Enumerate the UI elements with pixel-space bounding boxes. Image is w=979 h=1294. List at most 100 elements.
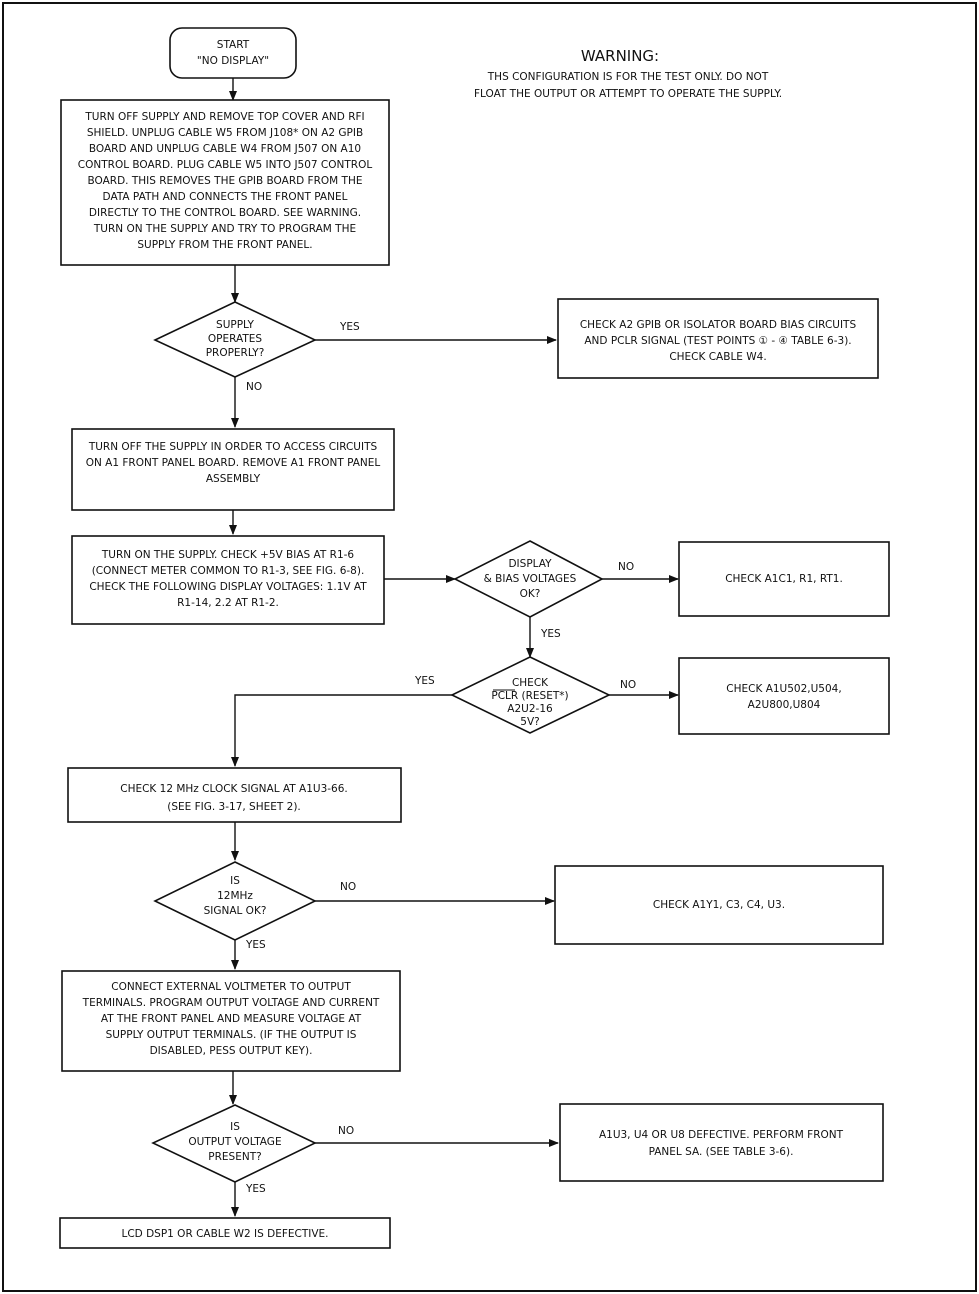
step5-line-5: DISABLED, PESS OUTPUT KEY). xyxy=(150,1045,313,1057)
decision3-no-label: NO xyxy=(620,679,636,691)
decision5-shape xyxy=(151,1104,317,1183)
result3-shape xyxy=(678,657,890,735)
decision1-line-2: OPERATES xyxy=(208,333,263,345)
step1-line-8: TURN ON THE SUPPLY AND TRY TO PROGRAM TH… xyxy=(93,223,356,235)
decision2-line-2: & BIAS VOLTAGES xyxy=(484,573,577,585)
connector-dec3-yes xyxy=(231,694,452,767)
step2-line-3: ASSEMBLY xyxy=(206,473,261,485)
warning-line-2: FLOAT THE OUTPUT OR ATTEMPT TO OPERATE T… xyxy=(474,88,782,100)
step2-box: TURN OFF THE SUPPLY IN ORDER TO ACCESS C… xyxy=(71,428,395,511)
step2-line-1: TURN OFF THE SUPPLY IN ORDER TO ACCESS C… xyxy=(88,441,378,453)
result3-box: CHECK A1U502,U504, A2U800,U804 xyxy=(678,657,890,735)
step5-box: CONNECT EXTERNAL VOLTMETER TO OUTPUT TER… xyxy=(61,970,401,1072)
decision3: CHECK PCLR (RESET*) A2U2-16 5V? YES NO xyxy=(414,656,636,734)
decision4-no-label: NO xyxy=(340,881,356,893)
step1-line-6: DATA PATH AND CONNECTS THE FRONT PANEL xyxy=(103,191,348,203)
result2-shape xyxy=(678,541,890,617)
final-line-1: LCD DSP1 OR CABLE W2 IS DEFECTIVE. xyxy=(121,1228,328,1240)
step3-line-3: CHECK THE FOLLOWING DISPLAY VOLTAGES: 1.… xyxy=(89,581,367,593)
decision2: DISPLAY & BIAS VOLTAGES OK? NO YES xyxy=(453,540,634,640)
start-terminal: START "NO DISPLAY" xyxy=(169,27,297,79)
result1-line-1: CHECK A2 GPIB OR ISOLATOR BOARD BIAS CIR… xyxy=(580,319,857,331)
decision1-yes-label: YES xyxy=(339,321,360,333)
decision3-line-1: CHECK xyxy=(512,677,549,689)
warning-title: WARNING: xyxy=(581,47,659,65)
decision2-line-1: DISPLAY xyxy=(508,558,552,570)
result4-box: CHECK A1Y1, C3, C4, U3. xyxy=(554,865,884,945)
step1-line-9: SUPPLY FROM THE FRONT PANEL. xyxy=(137,239,312,251)
step1-shape xyxy=(60,99,390,266)
decision1: SUPPLY OPERATES PROPERLY? YES NO xyxy=(153,301,360,393)
start-line-1: START xyxy=(217,39,250,51)
decision2-shape xyxy=(453,540,604,618)
decision5-line-1: IS xyxy=(230,1121,240,1133)
decision5-line-2: OUTPUT VOLTAGE xyxy=(188,1136,281,1148)
result4-line-1: CHECK A1Y1, C3, C4, U3. xyxy=(653,899,785,911)
step5-line-3: AT THE FRONT PANEL AND MEASURE VOLTAGE A… xyxy=(101,1013,362,1025)
step1-line-4: CONTROL BOARD. PLUG CABLE W5 INTO J507 C… xyxy=(78,159,373,171)
result2-line-1: CHECK A1C1, R1, RT1. xyxy=(725,573,843,585)
result5-shape xyxy=(559,1103,884,1182)
result2-box: CHECK A1C1, R1, RT1. xyxy=(678,541,890,617)
step3-line-4: R1-14, 2.2 AT R1-2. xyxy=(177,597,279,609)
decision5-no-label: NO xyxy=(338,1125,354,1137)
result1-line-3: CHECK CABLE W4. xyxy=(669,351,766,363)
step5-line-2: TERMINALS. PROGRAM OUTPUT VOLTAGE AND CU… xyxy=(82,997,380,1009)
decision2-yes-label: YES xyxy=(540,628,561,640)
result1-shape xyxy=(557,298,879,379)
result5-line-1: A1U3, U4 OR U8 DEFECTIVE. PERFORM FRONT xyxy=(599,1129,844,1141)
decision3-line-4: 5V? xyxy=(520,716,539,728)
decision5: IS OUTPUT VOLTAGE PRESENT? NO YES xyxy=(151,1104,354,1195)
step3-line-1: TURN ON THE SUPPLY. CHECK +5V BIAS AT R1… xyxy=(101,549,355,561)
step4-line-1: CHECK 12 MHz CLOCK SIGNAL AT A1U3-66. xyxy=(120,783,348,795)
decision4-line-2: 12MHz xyxy=(217,890,253,902)
result4-shape xyxy=(554,865,884,945)
step4-box: CHECK 12 MHz CLOCK SIGNAL AT A1U3-66. (S… xyxy=(67,767,402,823)
step2-shape xyxy=(71,428,395,511)
result1-line-2: AND PCLR SIGNAL (TEST POINTS ① - ④ TABLE… xyxy=(584,335,851,347)
connectors xyxy=(229,78,679,1217)
result3-line-1: CHECK A1U502,U504, xyxy=(726,683,841,695)
decision4-yes-label: YES xyxy=(245,939,266,951)
step1-line-7: DIRECTLY TO THE CONTROL BOARD. SEE WARNI… xyxy=(89,207,361,219)
step1-box: TURN OFF SUPPLY AND REMOVE TOP COVER AND… xyxy=(60,99,390,266)
decision2-line-3: OK? xyxy=(520,588,541,600)
warning-line-1: THS CONFIGURATION IS FOR THE TEST ONLY. … xyxy=(487,71,769,83)
warning-block: WARNING: THS CONFIGURATION IS FOR THE TE… xyxy=(474,47,782,100)
decision3-line-2: PCLR (RESET*) xyxy=(491,690,568,702)
decision1-shape xyxy=(153,301,317,378)
step5-line-1: CONNECT EXTERNAL VOLTMETER TO OUTPUT xyxy=(111,981,351,993)
step4-line-2: (SEE FIG. 3-17, SHEET 2). xyxy=(167,801,301,813)
decision4: IS 12MHz SIGNAL OK? NO YES xyxy=(153,861,356,951)
step1-line-1: TURN OFF SUPPLY AND REMOVE TOP COVER AND… xyxy=(84,111,364,123)
result5-box: A1U3, U4 OR U8 DEFECTIVE. PERFORM FRONT … xyxy=(559,1103,884,1182)
decision4-line-1: IS xyxy=(230,875,240,887)
step5-line-4: SUPPLY OUTPUT TERMINALS. (IF THE OUTPUT … xyxy=(106,1029,357,1041)
final-box: LCD DSP1 OR CABLE W2 IS DEFECTIVE. xyxy=(59,1217,391,1249)
step2-line-2: ON A1 FRONT PANEL BOARD. REMOVE A1 FRONT… xyxy=(86,457,381,469)
decision4-line-3: SIGNAL OK? xyxy=(204,905,267,917)
decision3-yes-label: YES xyxy=(414,675,435,687)
result5-line-2: PANEL SA. (SEE TABLE 3-6). xyxy=(649,1146,794,1158)
step1-line-2: SHIELD. UNPLUG CABLE W5 FROM J108* ON A2… xyxy=(87,127,363,139)
step3-box: TURN ON THE SUPPLY. CHECK +5V BIAS AT R1… xyxy=(71,535,385,625)
step3-shape xyxy=(71,535,385,625)
step3-line-2: (CONNECT METER COMMON TO R1-3, SEE FIG. … xyxy=(92,565,365,577)
decision3-shape xyxy=(450,656,611,734)
decision1-line-3: PROPERLY? xyxy=(206,347,265,359)
decision4-shape xyxy=(153,861,317,941)
step1-line-5: BOARD. THIS REMOVES THE GPIB BOARD FROM … xyxy=(88,175,363,187)
final-shape xyxy=(59,1217,391,1249)
decision5-line-3: PRESENT? xyxy=(208,1151,261,1163)
start-line-2: "NO DISPLAY" xyxy=(197,55,269,67)
decision2-no-label: NO xyxy=(618,561,634,573)
step4-shape xyxy=(67,767,402,823)
result3-line-2: A2U800,U804 xyxy=(748,699,821,711)
decision1-line-1: SUPPLY xyxy=(216,319,254,331)
start-shape xyxy=(169,27,297,79)
decision1-no-label: NO xyxy=(246,381,262,393)
step5-shape xyxy=(61,970,401,1072)
